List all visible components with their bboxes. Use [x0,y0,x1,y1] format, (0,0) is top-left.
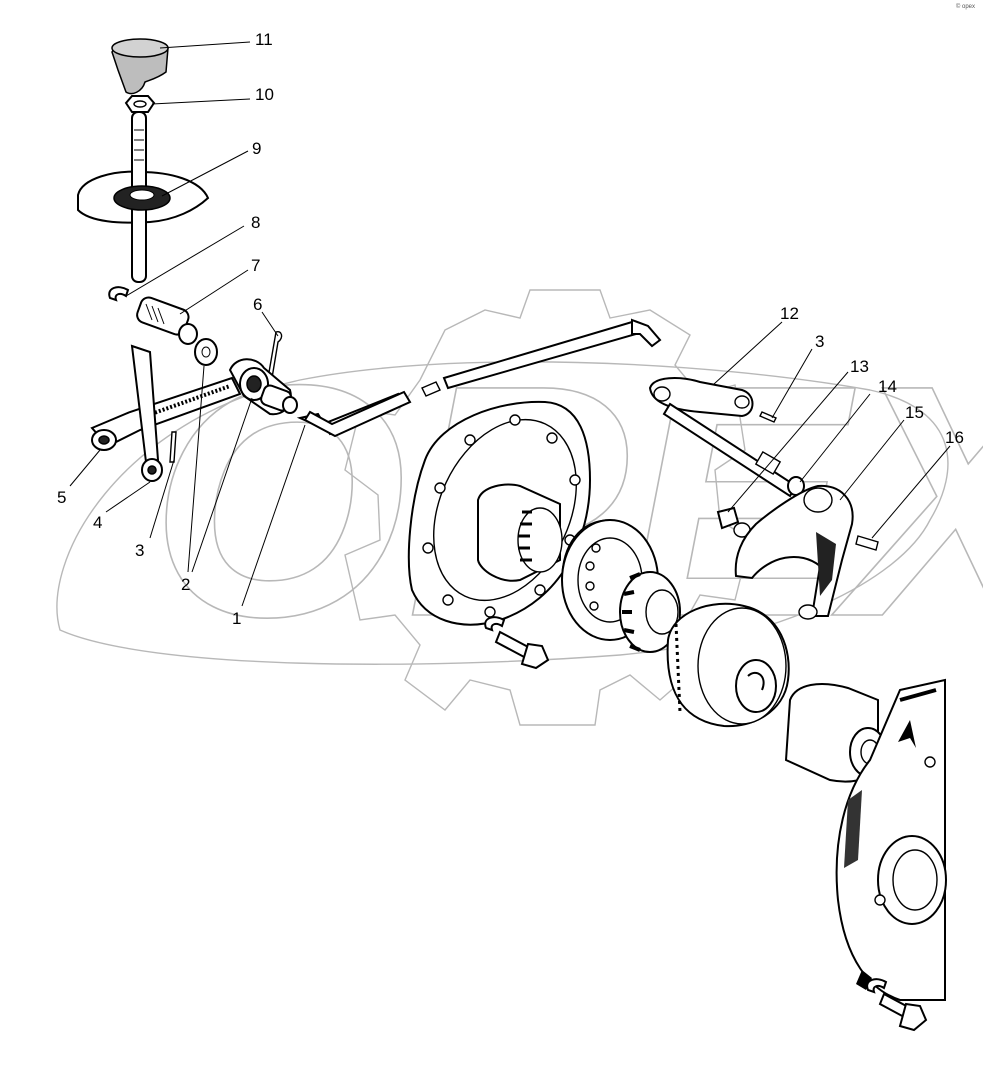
callout-9: 9 [252,139,261,158]
part-link-rod [130,344,163,482]
part-bolt-lower [878,992,928,1032]
part-gearbox-housing [835,678,947,1001]
part-bolt-centre [494,630,550,670]
callout-5: 5 [57,488,66,507]
callout-8: 8 [251,213,260,232]
callout-14: 14 [878,377,897,396]
callout-3-left: 3 [135,541,144,560]
part-pin-16 [855,535,879,551]
part-pivot-pin [136,296,198,345]
callout-12: 12 [780,304,799,323]
callout-7: 7 [251,256,260,275]
callout-2: 2 [181,575,190,594]
watermark-ring-outline [56,361,949,665]
part-clutch-sleeve [666,602,790,728]
callout-15: 15 [905,403,924,422]
callout-16: 16 [945,428,964,447]
part-circlip-centre [484,616,506,632]
part-split-pin-6 [267,330,283,379]
part-washer-2a-hole [201,346,211,358]
part-nut [124,95,156,113]
part-shift-rod [77,111,210,283]
part-split-pin-3b [759,411,777,423]
part-long-rod [296,318,662,438]
part-circlip-8 [108,286,130,302]
callout-4: 4 [93,513,102,532]
part-lever [90,376,242,451]
part-clevis [228,358,298,416]
part-knob [111,38,169,95]
part-shift-fork [734,484,854,620]
watermark-gear-outline [344,289,751,726]
corner-mark: © opex [955,4,975,10]
part-splined-hub [477,483,563,582]
callout-13: 13 [850,357,869,376]
arrow-marker-upper [898,720,916,748]
callout-6: 6 [253,295,262,314]
callout-3-right: 3 [815,332,824,351]
part-selector-arm [648,377,798,498]
part-split-pin-3a [169,431,177,463]
part-circlip-lower [866,978,888,994]
part-gear [619,571,681,653]
part-screw-13 [716,506,751,538]
callout-10: 10 [255,85,274,104]
callout-1: 1 [232,609,241,628]
leader-lines [69,41,951,607]
callout-11: 11 [255,30,273,49]
